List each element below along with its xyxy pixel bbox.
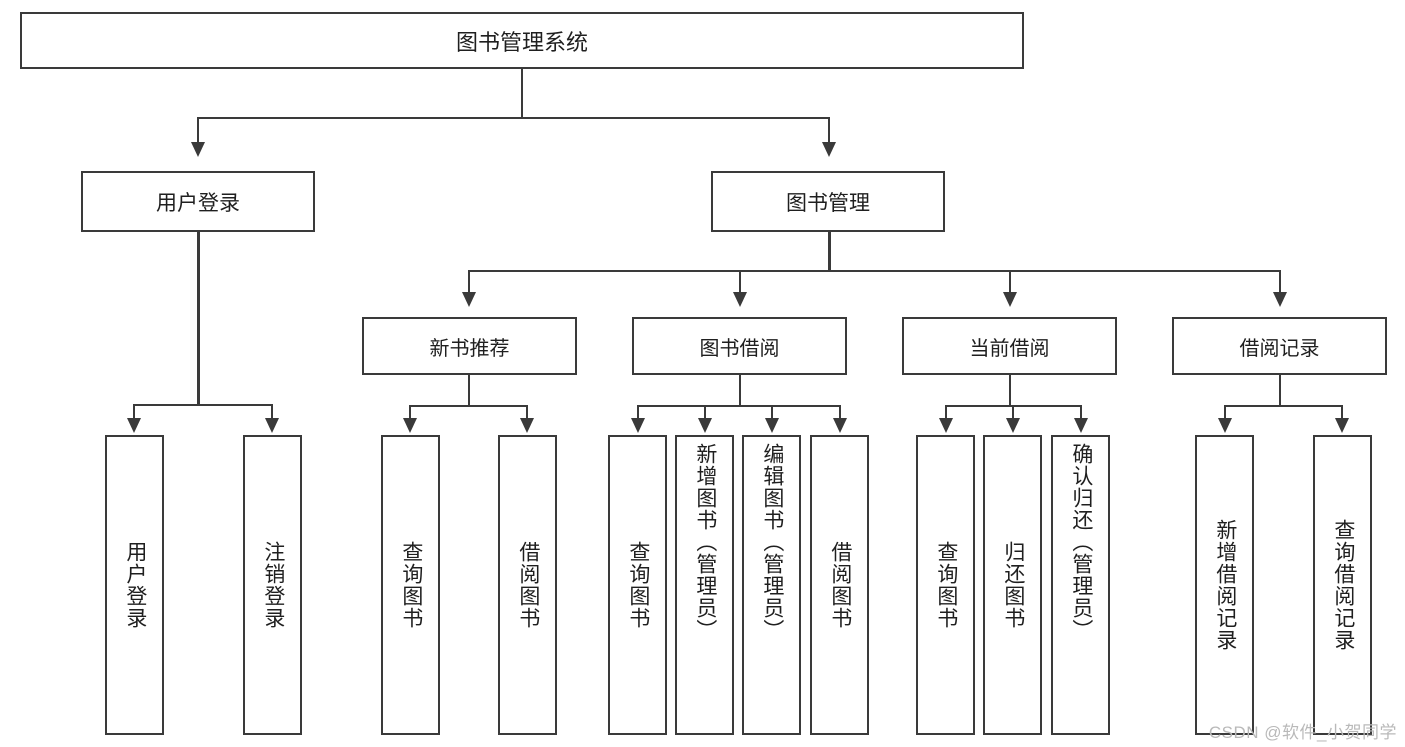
node-book-manage[interactable]: 图书管理 <box>711 171 945 232</box>
leaf-label: 查询图书 <box>626 541 650 629</box>
arrow-to-new-book <box>462 292 476 307</box>
connector-level3-drop-4 <box>1279 270 1281 294</box>
connector-new-book-drop-1 <box>409 405 411 420</box>
connector-book-borrow-drop-4 <box>839 405 841 420</box>
connector-book-borrow-drop-1 <box>637 405 639 420</box>
connector-book-borrow-drop-2 <box>704 405 706 420</box>
arrow-to-leaf-edit-book <box>765 418 779 433</box>
connector-level2-bus <box>197 117 829 119</box>
connector-new-book-stem <box>468 375 470 407</box>
node-label: 用户登录 <box>156 191 240 215</box>
leaf-label: 借阅图书 <box>516 541 540 629</box>
arrow-to-leaf-add-book <box>698 418 712 433</box>
leaf-label: 查询借阅记录 <box>1331 519 1355 651</box>
arrow-to-leaf-logout <box>265 418 279 433</box>
node-user-login[interactable]: 用户登录 <box>81 171 315 232</box>
leaf-add-book-admin[interactable]: 新增图书（管理员） <box>675 435 734 735</box>
node-new-book-recommend[interactable]: 新书推荐 <box>362 317 577 375</box>
connector-current-borrow-drop-2 <box>1012 405 1014 420</box>
leaf-label: 注销登录 <box>261 541 285 629</box>
connector-current-borrow-stem <box>1009 375 1011 407</box>
node-label: 新书推荐 <box>429 337 510 360</box>
arrow-to-leaf-borrow-book-1 <box>520 418 534 433</box>
arrow-to-leaf-user-login <box>127 418 141 433</box>
arrow-to-borrow-record <box>1273 292 1287 307</box>
connector-book-manage-stem <box>828 232 831 272</box>
leaf-label: 用户登录 <box>123 541 147 629</box>
connector-book-borrow-stem <box>739 375 741 407</box>
connector-current-borrow-drop-1 <box>945 405 947 420</box>
connector-borrow-record-bus <box>1224 405 1343 407</box>
connector-borrow-record-stem <box>1279 375 1281 407</box>
leaf-add-borrow-record[interactable]: 新增借阅记录 <box>1195 435 1254 735</box>
leaf-query-book-new[interactable]: 查询图书 <box>381 435 440 735</box>
arrow-to-book-manage <box>822 142 836 157</box>
node-root-system[interactable]: 图书管理系统 <box>20 12 1024 69</box>
connector-level2-drop-2 <box>828 117 830 144</box>
leaf-label: 确认归还（管理员） <box>1069 443 1093 641</box>
connector-user-login-stem <box>197 232 200 406</box>
connector-book-borrow-bus <box>637 405 840 407</box>
leaf-label: 编辑图书（管理员） <box>760 443 784 641</box>
leaf-label: 查询图书 <box>934 541 958 629</box>
arrow-to-leaf-query-book-2 <box>631 418 645 433</box>
leaf-query-book-borrow[interactable]: 查询图书 <box>608 435 667 735</box>
arrow-to-leaf-add-record <box>1218 418 1232 433</box>
connector-root-stem <box>521 69 523 118</box>
arrow-to-leaf-confirm-return <box>1074 418 1088 433</box>
connector-level3-drop-2 <box>739 270 741 294</box>
leaf-query-book-current[interactable]: 查询图书 <box>916 435 975 735</box>
leaf-borrow-book-borrow[interactable]: 借阅图书 <box>810 435 869 735</box>
connector-current-borrow-drop-3 <box>1080 405 1082 420</box>
connector-level3-drop-3 <box>1009 270 1011 294</box>
node-book-borrow[interactable]: 图书借阅 <box>632 317 847 375</box>
connector-level2-drop-1 <box>197 117 199 144</box>
leaf-confirm-return-admin[interactable]: 确认归还（管理员） <box>1051 435 1110 735</box>
leaf-user-login[interactable]: 用户登录 <box>105 435 164 735</box>
node-label: 图书借阅 <box>699 337 780 360</box>
arrow-to-leaf-return-book <box>1006 418 1020 433</box>
connector-level3-bus <box>468 270 1280 272</box>
connector-borrow-record-drop-2 <box>1341 405 1343 420</box>
arrow-to-leaf-query-record <box>1335 418 1349 433</box>
node-label: 图书管理 <box>786 191 870 215</box>
connector-level3-drop-1 <box>468 270 470 294</box>
connector-user-login-bus <box>133 404 272 406</box>
connector-new-book-drop-2 <box>526 405 528 420</box>
leaf-label: 归还图书 <box>1001 541 1025 629</box>
arrow-to-leaf-borrow-book-2 <box>833 418 847 433</box>
leaf-query-borrow-record[interactable]: 查询借阅记录 <box>1313 435 1372 735</box>
node-label: 图书管理系统 <box>455 29 588 55</box>
node-borrow-record[interactable]: 借阅记录 <box>1172 317 1387 375</box>
leaf-logout[interactable]: 注销登录 <box>243 435 302 735</box>
arrow-to-leaf-query-book-1 <box>403 418 417 433</box>
node-label: 当前借阅 <box>969 337 1050 360</box>
node-label: 借阅记录 <box>1239 337 1320 360</box>
leaf-label: 查询图书 <box>399 541 423 629</box>
leaf-borrow-book-new[interactable]: 借阅图书 <box>498 435 557 735</box>
leaf-return-book[interactable]: 归还图书 <box>983 435 1042 735</box>
arrow-to-book-borrow <box>733 292 747 307</box>
connector-borrow-record-drop-1 <box>1224 405 1226 420</box>
connector-book-borrow-drop-3 <box>771 405 773 420</box>
connector-user-login-drop-2 <box>271 404 273 420</box>
watermark-text: CSDN @软件_小贺同学 <box>1208 723 1397 742</box>
leaf-label: 新增借阅记录 <box>1213 519 1237 651</box>
arrow-to-leaf-query-book-3 <box>939 418 953 433</box>
connector-user-login-drop-1 <box>133 404 135 420</box>
node-current-borrow[interactable]: 当前借阅 <box>902 317 1117 375</box>
leaf-label: 新增图书（管理员） <box>693 443 717 641</box>
arrow-to-user-login <box>191 142 205 157</box>
arrow-to-current-borrow <box>1003 292 1017 307</box>
leaf-label: 借阅图书 <box>828 541 852 629</box>
leaf-edit-book-admin[interactable]: 编辑图书（管理员） <box>742 435 801 735</box>
connector-new-book-bus <box>409 405 527 407</box>
